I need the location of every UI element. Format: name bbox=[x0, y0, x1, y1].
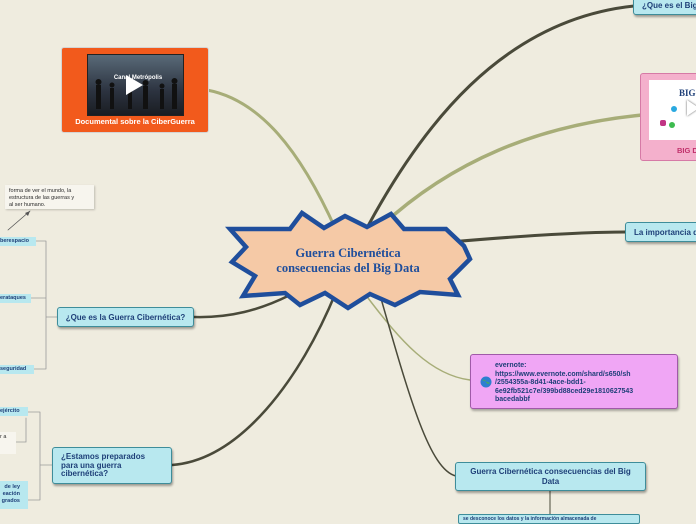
link-url-line-1[interactable]: https://www.evernote.com/shard/s650/sh bbox=[495, 371, 633, 380]
twitter-icon bbox=[671, 106, 677, 112]
subtopic-fragment-a[interactable]: r a bbox=[0, 432, 16, 454]
subtopic-ciberataques[interactable]: erataques bbox=[0, 294, 31, 303]
central-title-line-2: consecuencias del Big Data bbox=[248, 261, 448, 276]
link-label: evernote: bbox=[495, 362, 633, 371]
video-caption: Documental sobre la CiberGuerra bbox=[62, 117, 208, 126]
globe-icon bbox=[480, 376, 492, 388]
topic-que-es-big-data[interactable]: ¿Que es el Big bbox=[633, 0, 696, 15]
central-topic[interactable]: Guerra Cibernética consecuencias del Big… bbox=[248, 246, 448, 276]
branch-link bbox=[368, 298, 470, 380]
play-icon-right[interactable] bbox=[687, 100, 696, 116]
subtopic-ley-line-2: eación bbox=[0, 491, 20, 498]
topic-que-es-guerra-label: ¿Que es la Guerra Cibernética? bbox=[66, 313, 186, 322]
note-arrowhead bbox=[25, 211, 30, 216]
subtopic-ley-line-1: de ley bbox=[0, 484, 20, 491]
note-line-2: estructura de las guerras y bbox=[9, 195, 74, 202]
topic-guerra-line-2: Data bbox=[470, 477, 631, 487]
whatsapp-icon bbox=[669, 122, 675, 128]
subtopic-ejercito-label: ejército bbox=[0, 408, 20, 414]
subtopic-seguridad-label: seguridad bbox=[0, 366, 26, 372]
subtopic-ley-line-3: grados bbox=[0, 498, 20, 505]
video-thumbnail: Canal Metrópolis bbox=[87, 54, 184, 116]
subtopic-fragment-a-label: r a bbox=[0, 434, 6, 441]
video-big-data[interactable]: BIG D BIG D bbox=[640, 73, 696, 161]
video-big-data-caption: BIG D bbox=[677, 146, 696, 155]
central-title-line-1: Guerra Cibernética bbox=[248, 246, 448, 261]
instagram-icon bbox=[660, 120, 666, 126]
video-documental[interactable]: Canal Metrópolis Documental sobre la Cib… bbox=[61, 47, 209, 133]
branch-top-right bbox=[368, 6, 634, 226]
topic-importancia-label: La importancia d bbox=[634, 228, 696, 237]
link-url-line-3[interactable]: 6e92fb521c7e/399bd88ced29e1810627543 bbox=[495, 388, 633, 397]
subtopic-ejercito[interactable]: ejército bbox=[0, 407, 28, 416]
video-big-data-title: BIG D bbox=[679, 88, 696, 98]
link-url-line-2[interactable]: /2554355a-8d41-4ace-bdd1- bbox=[495, 379, 633, 388]
branch-video-left bbox=[207, 90, 336, 230]
subtopic-ley[interactable]: de ley eación grados bbox=[0, 481, 28, 509]
play-icon[interactable] bbox=[126, 75, 143, 95]
subtopic-ciberataques-label: erataques bbox=[0, 295, 26, 301]
note-forma-de-ver[interactable]: forma de ver el mundo, la estructura de … bbox=[5, 185, 94, 209]
evernote-link-node[interactable]: evernote: https://www.evernote.com/shard… bbox=[470, 354, 678, 409]
topic-guerra-consecuencias[interactable]: Guerra Cibernética consecuencias del Big… bbox=[455, 462, 646, 491]
topic-estamos-line-3: cibernética? bbox=[61, 470, 145, 479]
sub-line-que-es bbox=[30, 241, 58, 369]
topic-guerra-line-1: Guerra Cibernética consecuencias del Big bbox=[470, 467, 631, 477]
note-line-1: forma de ver el mundo, la bbox=[9, 188, 74, 195]
sub-line-estamos bbox=[28, 412, 52, 500]
link-url-line-4[interactable]: bacedabbf bbox=[495, 396, 633, 405]
topic-que-es-big-data-label: ¿Que es el Big bbox=[642, 1, 696, 10]
topic-que-es-guerra[interactable]: ¿Que es la Guerra Cibernética? bbox=[57, 307, 194, 327]
branch-importancia bbox=[450, 232, 626, 242]
subtopic-bottom[interactable]: se desconoce los datos y la información … bbox=[458, 514, 640, 524]
branch-guerra bbox=[380, 295, 456, 476]
subtopic-ciberespacio-label: berespacio bbox=[0, 238, 29, 244]
branch-video-right bbox=[375, 115, 642, 232]
topic-estamos-preparados[interactable]: ¿Estamos preparados para una guerra cibe… bbox=[52, 447, 172, 484]
subtopic-ciberespacio[interactable]: berespacio bbox=[0, 237, 36, 246]
subtopic-seguridad[interactable]: seguridad bbox=[0, 365, 34, 374]
note-line-3: al ser humano. bbox=[9, 202, 74, 209]
video-big-data-thumbnail: BIG D bbox=[649, 80, 696, 140]
topic-importancia[interactable]: La importancia d bbox=[625, 222, 696, 242]
